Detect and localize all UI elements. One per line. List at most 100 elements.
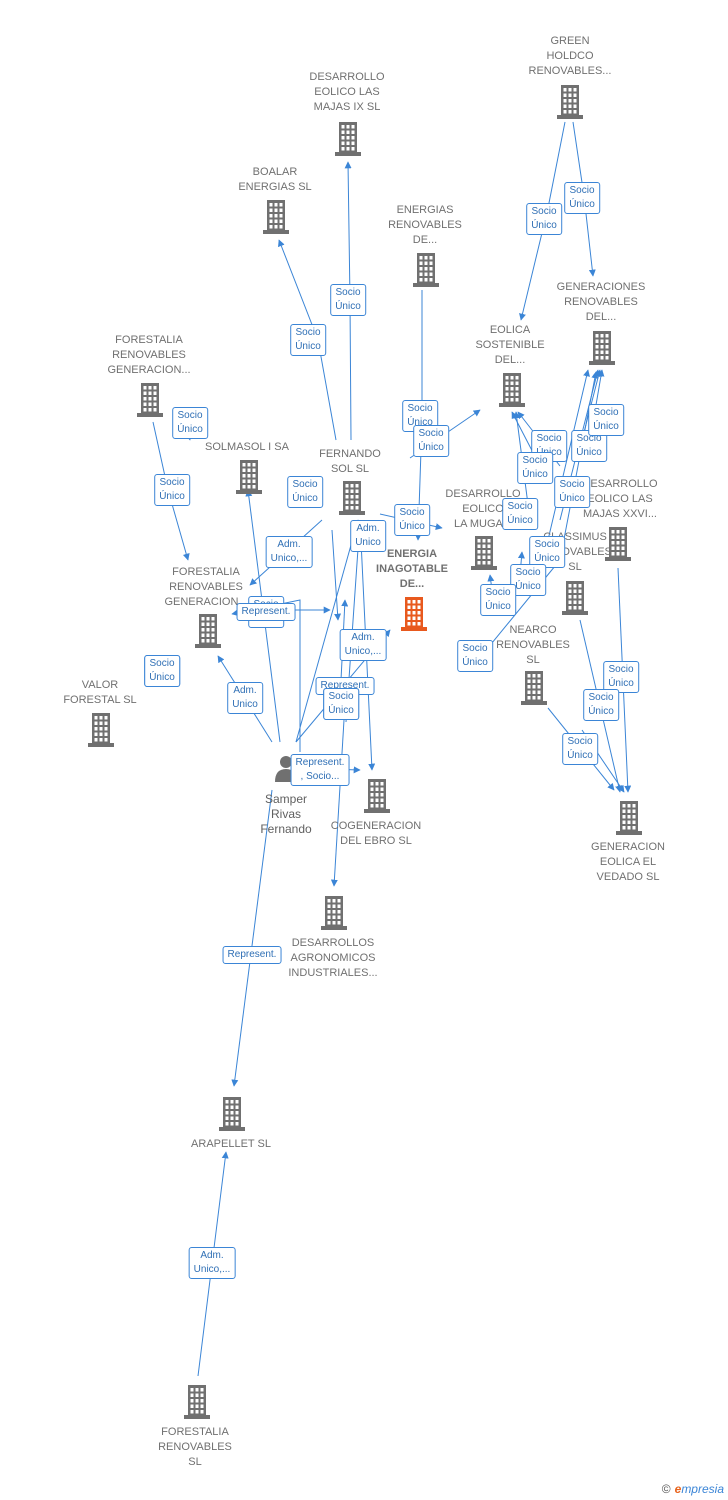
- edge-label-line: Único: [149, 672, 175, 683]
- node-label-line: BOALAR: [252, 166, 298, 178]
- edge-label-10[interactable]: Adm.Unico: [227, 682, 263, 714]
- node-label-line: SL: [188, 1456, 202, 1468]
- edge-label-36[interactable]: Adm.Unico,...: [188, 1247, 236, 1279]
- node-label-solmasol[interactable]: SOLMASOL I SA: [192, 440, 302, 455]
- edge-label-12[interactable]: Adm.Unico: [350, 520, 386, 552]
- building-icon-la_muga[interactable]: [471, 536, 497, 570]
- edge-label-line: Socio: [515, 567, 541, 578]
- building-icon-majas_xxvi[interactable]: [605, 527, 631, 561]
- node-label-line: RENOVABLES: [158, 1441, 232, 1453]
- building-icon-classimus[interactable]: [562, 581, 588, 615]
- building-icon-boalar[interactable]: [263, 200, 289, 234]
- building-icon-nearco[interactable]: [521, 671, 547, 705]
- building-icon-cogeneracion[interactable]: [364, 779, 390, 813]
- building-icon-vedado[interactable]: [616, 801, 642, 835]
- node-label-line: MAJAS IX SL: [313, 101, 381, 113]
- edge-label-line: Único: [399, 521, 425, 532]
- building-icon-generaciones[interactable]: [589, 331, 615, 365]
- edge-35: [231, 789, 273, 1087]
- node-label-line: LA MUGA...: [453, 518, 513, 530]
- edge-label-line: Socio: [522, 455, 548, 466]
- edge-label-line: Socio: [292, 479, 318, 490]
- node-label-line: SOLMASOL I SA: [205, 441, 289, 453]
- node-label-line: FORESTALIA: [172, 566, 240, 578]
- node-label-line: GENERACION...: [164, 596, 248, 608]
- building-icon-valor[interactable]: [88, 713, 114, 747]
- building-icon-energia_inagotable[interactable]: [401, 597, 427, 631]
- edge-label-30[interactable]: Adm.Unico,...: [265, 536, 313, 568]
- edge-label-35[interactable]: Represent.: [222, 946, 282, 964]
- building-icon-agronomicos[interactable]: [321, 896, 347, 930]
- building-icon-arapellet[interactable]: [219, 1097, 245, 1131]
- edge-label-31[interactable]: Represent.: [236, 603, 296, 621]
- node-label-line: FERNANDO: [319, 448, 381, 460]
- building-icon-energias_de[interactable]: [413, 253, 439, 287]
- edge-label-line: Socio: [335, 287, 361, 298]
- building-icon-forestalia_gen2[interactable]: [195, 614, 221, 648]
- edge-label-33[interactable]: Represent., Socio...: [290, 754, 350, 786]
- person-label-line: Samper: [264, 792, 308, 806]
- edge-label-line: Unico: [232, 699, 258, 710]
- node-label-line: SL: [526, 654, 540, 666]
- edge-12: [295, 519, 360, 743]
- node-label-arapellet[interactable]: ARAPELLET SL: [176, 1137, 286, 1152]
- edge-label-line: Adm.: [277, 539, 301, 550]
- node-label-line: DESARROLLOS: [291, 937, 375, 949]
- building-icon-forestalia_sl[interactable]: [184, 1385, 210, 1419]
- edge-label-line: Único: [559, 493, 585, 504]
- building-icon-forestalia_gen1[interactable]: [137, 383, 163, 417]
- building-icon-solmasol[interactable]: [236, 460, 262, 494]
- edge-label-line: Socio: [177, 410, 203, 421]
- brand-footer[interactable]: ©empresia: [662, 1482, 724, 1496]
- building-icon-eolica_sost[interactable]: [499, 373, 525, 407]
- building-icon-majas9[interactable]: [335, 122, 361, 156]
- edge-15: [330, 719, 345, 887]
- building-icon-green[interactable]: [557, 85, 583, 119]
- edge-label-line: Represent.: [295, 757, 345, 768]
- node-label-line: GENERACION...: [107, 364, 191, 376]
- building-icon-fernando_sol[interactable]: [339, 481, 365, 515]
- edge-label-11[interactable]: Adm.Unico,...: [339, 629, 387, 661]
